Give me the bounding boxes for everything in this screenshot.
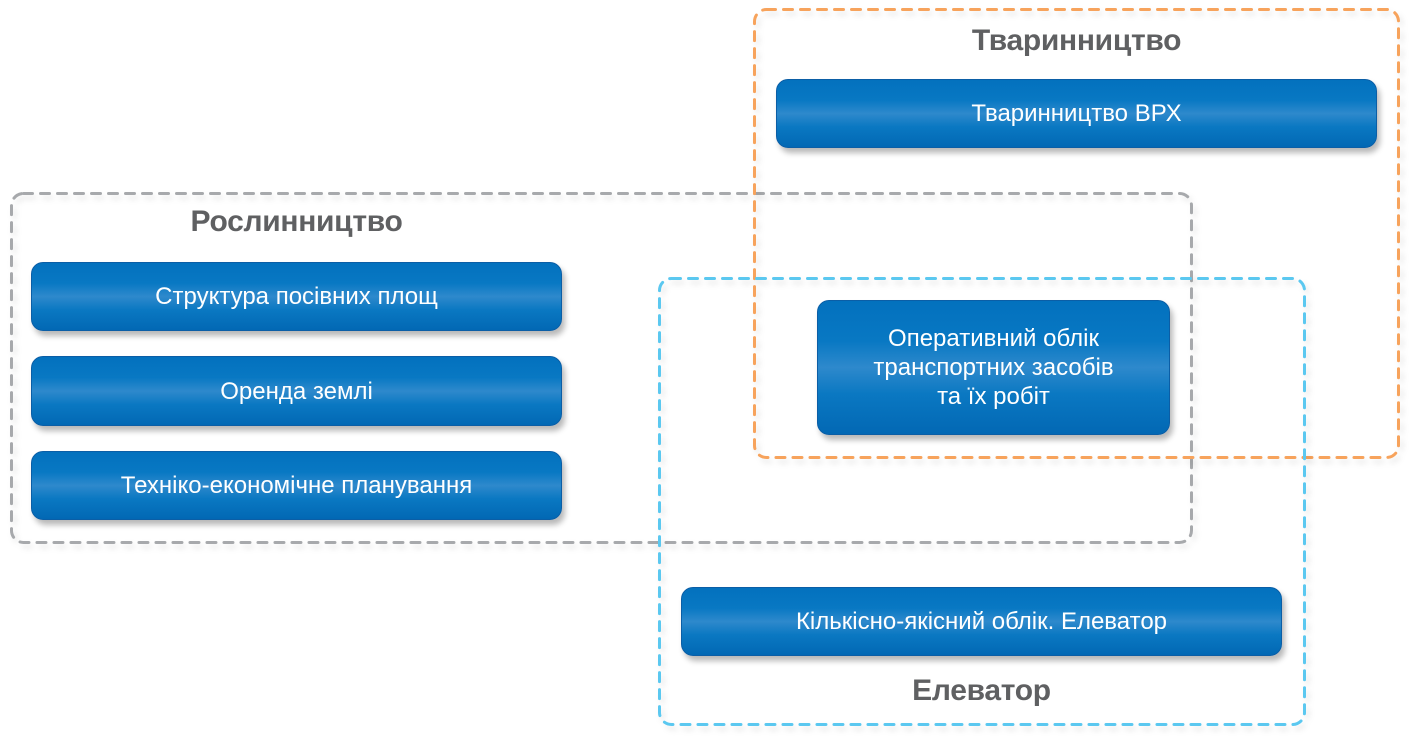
button-struktura-posivnykh-ploshch[interactable]: Структура посівних площ xyxy=(31,262,562,331)
button-tvarynnytstvo-vrkh[interactable]: Тваринництво ВРХ xyxy=(776,79,1377,148)
group-tvarynnytstvo-border xyxy=(753,8,1400,459)
group-elevator xyxy=(658,277,1306,726)
group-title-elevator: Елеватор xyxy=(912,674,1051,707)
button-label: Оперативний облік транспортних засобів т… xyxy=(873,325,1114,410)
button-label: Техніко-економічне планування xyxy=(120,472,473,499)
button-tekhniko-ekonomichne-planuvannia[interactable]: Техніко-економічне планування xyxy=(31,451,562,520)
group-roslynnytstvo xyxy=(10,192,1193,544)
button-label: Кількісно-якісний облік. Елеватор xyxy=(795,608,1168,635)
button-operatyvnyi-oblik-transportu[interactable]: Оперативний облік транспортних засобів т… xyxy=(817,300,1170,435)
button-label: Оренда землі xyxy=(220,377,373,405)
button-kilkisno-yakisnyi-oblik-elevator[interactable]: Кількісно-якісний облік. Елеватор xyxy=(681,587,1282,656)
button-label: Тваринництво ВРХ xyxy=(971,100,1182,127)
button-orenda-zemli[interactable]: Оренда землі xyxy=(31,356,562,426)
group-elevator-border xyxy=(658,277,1306,726)
group-tvarynnytstvo xyxy=(753,8,1400,459)
group-title-tvarynnytstvo: Тваринництво xyxy=(971,24,1182,57)
group-title-roslynnytstvo: Рослинництво xyxy=(190,205,403,238)
group-roslynnytstvo-border xyxy=(10,192,1193,544)
button-label: Структура посівних площ xyxy=(155,283,438,310)
